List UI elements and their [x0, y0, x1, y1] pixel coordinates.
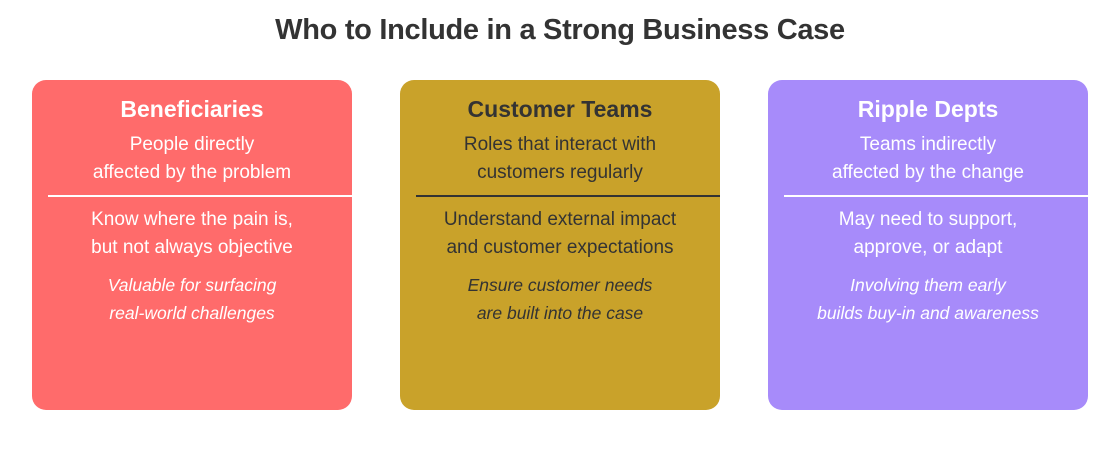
card-description: Teams indirectly affected by the change — [768, 131, 1088, 187]
card-insight-line: Understand external impact — [443, 209, 677, 230]
card-note-line: real-world challenges — [109, 303, 275, 323]
card-note: Ensure customer needs are built into the… — [400, 271, 720, 327]
card-note: Involving them early builds buy-in and a… — [768, 271, 1088, 327]
card-divider — [416, 195, 720, 197]
card-description-line: People directly — [129, 134, 255, 155]
card-insight: Know where the pain is, but not always o… — [32, 206, 352, 262]
card-insight-line: approve, or adapt — [853, 237, 1003, 258]
card-insight-line: May need to support, — [838, 209, 1018, 230]
card-name: Beneficiaries — [120, 96, 264, 122]
card-divider — [48, 195, 352, 197]
card-note-line: Ensure customer needs — [467, 275, 653, 295]
card-insight: Understand external impact and customer … — [400, 206, 720, 262]
card-note-line: builds buy-in and awareness — [817, 303, 1039, 323]
card-description: Roles that interact with customers regul… — [400, 131, 720, 187]
card-description-line: Roles that interact with — [463, 134, 657, 155]
card-description-line: affected by the change — [832, 162, 1024, 183]
diagram-title: Who to Include in a Strong Business Case — [275, 14, 845, 46]
card-description-line: affected by the problem — [92, 162, 292, 183]
card-description-line: customers regularly — [477, 162, 643, 183]
card-description: People directly affected by the problem — [32, 131, 352, 187]
card-insight-line: and customer expectations — [446, 237, 674, 258]
card-insight: May need to support, approve, or adapt — [768, 206, 1088, 262]
card-note: Valuable for surfacing real-world challe… — [32, 271, 352, 327]
card-customer-teams: Customer Teams Roles that interact with … — [400, 80, 720, 410]
card-note-line: Valuable for surfacing — [107, 275, 277, 295]
card-insight-line: Know where the pain is, — [91, 209, 293, 230]
card-insight-line: but not always objective — [91, 237, 293, 258]
card-divider — [784, 195, 1088, 197]
card-ripple-depts: Ripple Depts Teams indirectly affected b… — [768, 80, 1088, 410]
card-beneficiaries: Beneficiaries People directly affected b… — [32, 80, 352, 410]
card-note-line: are built into the case — [476, 303, 644, 323]
card-name: Customer Teams — [467, 96, 653, 122]
card-name: Ripple Depts — [857, 96, 999, 122]
card-note-line: Involving them early — [850, 275, 1006, 295]
card-description-line: Teams indirectly — [859, 134, 997, 155]
